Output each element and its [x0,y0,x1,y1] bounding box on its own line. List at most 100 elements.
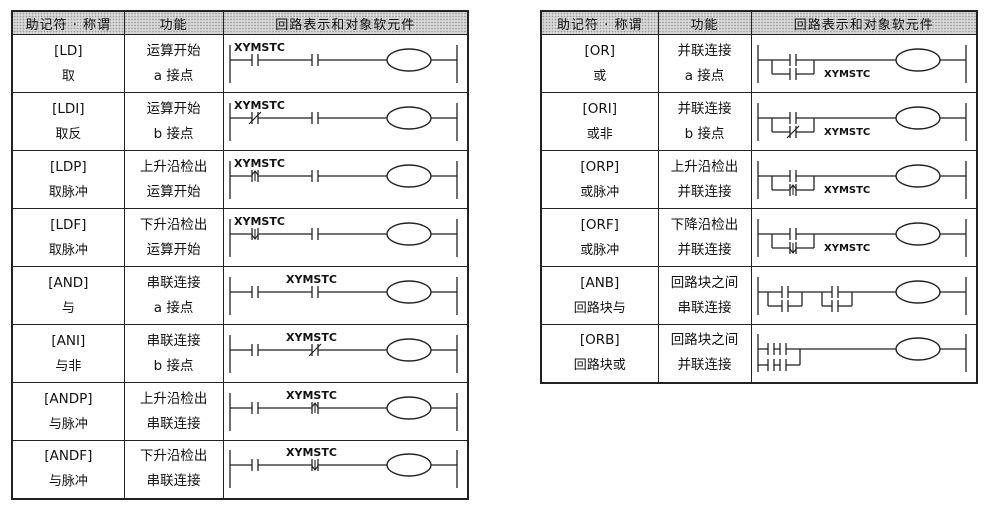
header-circuit: 回路表示和对象软元件 [222,10,469,35]
ladder-diagram: XYMSTC [228,99,458,141]
target-contact [310,401,319,414]
function-line-2: b 接点 [153,357,194,374]
circuit-cell: XYMSTC [750,208,978,267]
function-line-2: 并联连接 [677,183,732,200]
block2-contact [778,359,787,372]
function-line-2: a 接点 [153,67,194,84]
function-cell: 上升沿检出运算开始 [123,150,224,209]
target-contact [788,241,797,254]
output-coil [894,221,941,246]
function-line-2: 串联连接 [146,473,201,490]
table-header-row: 助记符 · 称谓 功能 回路表示和对象软元件 [11,10,469,35]
ladder-diagram: XYMSTC [228,446,458,489]
function-line-1: 串联连接 [146,274,201,291]
circuit-cell: XYMSTC [222,208,469,267]
mnemonic-code: [ORB] [579,332,620,349]
function-line-1: 并联连接 [677,100,732,117]
series-contact [788,53,797,66]
target-contact [250,53,259,66]
mnemonic-cell: [LDP]取脉冲 [11,150,125,209]
function-line-1: 下降沿检出 [670,216,739,233]
function-line-2: 并联连接 [677,357,732,374]
target-contact [310,285,319,298]
function-line-1: 运算开始 [146,42,201,59]
ladder-diagram: XYMSTC [756,218,967,257]
table-row: [LDP]取脉冲上升沿检出运算开始 XYMSTC [11,150,469,209]
function-line-1: 上升沿检出 [139,390,208,407]
mnemonic-cell: [ANDF]与脉冲 [11,440,125,499]
series-contact [310,111,319,124]
series-contact [310,169,319,182]
mnemonic-name: 或 [593,68,607,84]
mnemonic-name: 回路块或 [573,358,626,374]
function-line-1: 回路块之间 [670,274,739,291]
device-label: XYMSTC [824,69,870,80]
output-coil [385,279,432,304]
header-mnemonic: 助记符 · 称谓 [11,10,125,35]
function-line-1: 上升沿检出 [139,158,208,175]
block2-contact [830,299,839,312]
ladder-diagram [756,334,967,373]
mnemonic-code: [OR] [584,42,616,59]
device-label: XYMSTC [286,273,337,286]
ladder-diagram: XYMSTC [756,102,967,141]
ladder-diagram: XYMSTC [756,44,967,83]
mnemonic-cell: [LDI]取反 [11,92,125,151]
mnemonic-name: 取 [61,68,75,84]
mnemonic-code: [ORP] [580,158,620,175]
mnemonic-code: [LDP] [50,158,87,175]
output-coil [385,221,432,246]
function-cell: 下升沿检出串联连接 [123,440,224,499]
header-mnemonic: 助记符 · 称谓 [540,10,659,35]
header-function: 功能 [657,10,752,35]
function-line-1: 并联连接 [677,42,732,59]
mnemonic-code: [ANDP] [44,390,93,407]
ladder-diagram: XYMSTC [228,273,458,315]
ladder-diagram: XYMSTC [228,331,458,373]
mnemonic-code: [ANB] [580,274,620,291]
mnemonic-cell: [ORB] 回路块或 [540,324,659,383]
device-label: XYMSTC [234,157,285,170]
function-line-2: 串联连接 [677,299,732,316]
output-coil [894,47,941,72]
function-line-1: 下升沿检出 [139,448,208,465]
device-label: XYMSTC [824,243,870,254]
device-label: XYMSTC [234,99,285,112]
output-coil [385,105,432,130]
block2-contact [830,285,839,298]
circuit-cell: XYMSTC [222,34,469,93]
device-label: XYMSTC [234,215,285,228]
circuit-cell: XYMSTC [750,92,978,151]
mnemonic-code: [LDF] [50,216,87,233]
function-line-1: 下升沿检出 [139,216,208,233]
ladder-diagram: XYMSTC [228,157,458,199]
series-contact [788,111,797,124]
function-cell: 下降沿检出并联连接 [657,208,752,267]
device-label: XYMSTC [286,389,337,402]
function-line-1: 上升沿检出 [670,158,739,175]
series-contact [310,227,319,240]
output-coil [385,453,432,477]
device-label: XYMSTC [824,127,870,138]
mnemonic-name: 与非 [55,358,82,374]
series-contact [250,343,259,356]
block1-contact [780,285,789,298]
function-line-2: b 接点 [153,125,194,142]
function-cell: 上升沿检出并联连接 [657,150,752,209]
block1-contact [780,299,789,312]
function-cell: 回路块之间并联连接 [657,324,752,383]
function-line-2: 并联连接 [677,241,732,258]
output-coil [385,47,432,72]
table-row: [ORB] 回路块或 回路块之间并联连接 [540,324,978,383]
mnemonic-code: [ORF] [580,216,619,233]
output-coil [894,163,941,188]
